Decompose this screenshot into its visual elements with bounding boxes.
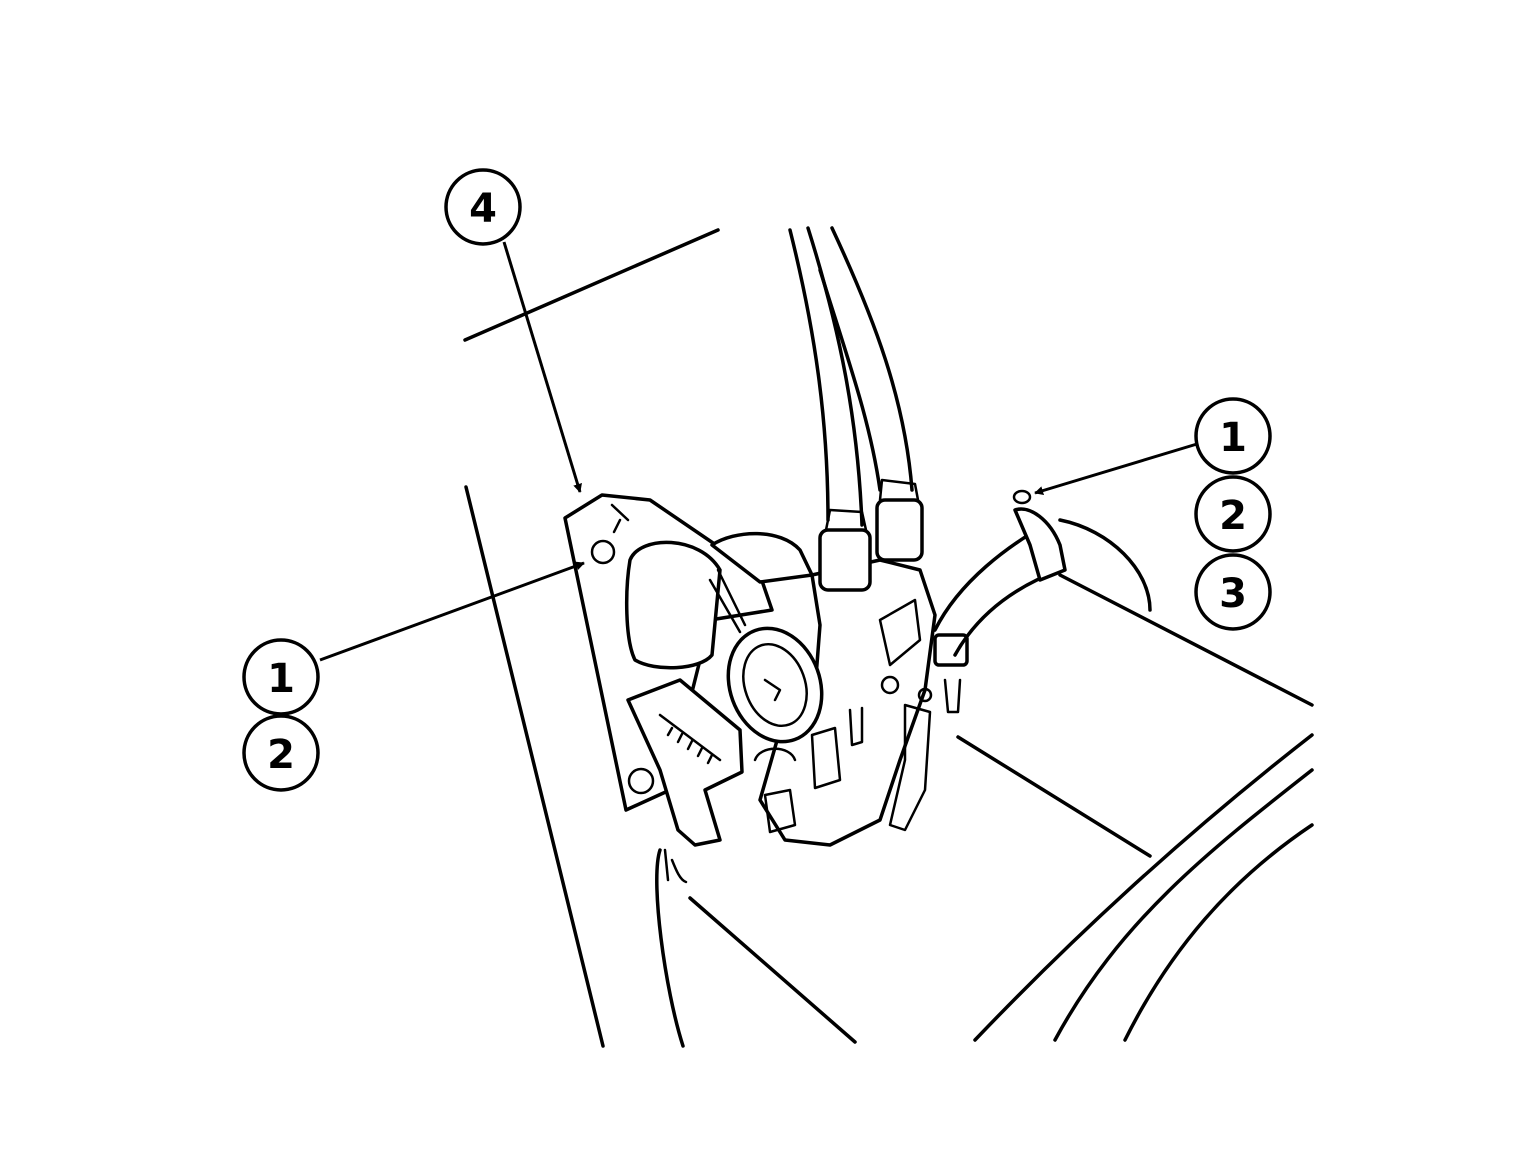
bracket-bolt-hole-lower xyxy=(627,767,655,795)
leader-left-1 xyxy=(319,561,585,662)
callout-label: 1 xyxy=(267,656,295,702)
leader-lines xyxy=(319,241,1198,662)
frame-lines xyxy=(463,228,1314,1048)
callout-label: 4 xyxy=(469,186,497,232)
tube-clamp xyxy=(663,489,1067,884)
leader-4 xyxy=(502,241,582,493)
lever-scale xyxy=(626,678,744,847)
hoses xyxy=(788,226,914,527)
callout-label: 2 xyxy=(267,732,295,778)
callout-right-1: 1 xyxy=(1194,397,1272,475)
callout-left-2: 2 xyxy=(242,714,320,792)
valve-body xyxy=(726,478,969,847)
callout-label: 2 xyxy=(1219,493,1247,539)
callout-label: 3 xyxy=(1219,571,1247,617)
bracket-bolt-hole-upper xyxy=(590,539,616,565)
callout-right-2: 2 xyxy=(1194,475,1272,553)
callout-label: 1 xyxy=(1219,415,1247,461)
callout-left-1: 1 xyxy=(242,638,320,716)
callout-right-3: 3 xyxy=(1194,553,1272,631)
leader-right-1 xyxy=(1034,442,1198,495)
solenoid-block xyxy=(625,531,814,670)
callout-4: 4 xyxy=(444,168,522,246)
